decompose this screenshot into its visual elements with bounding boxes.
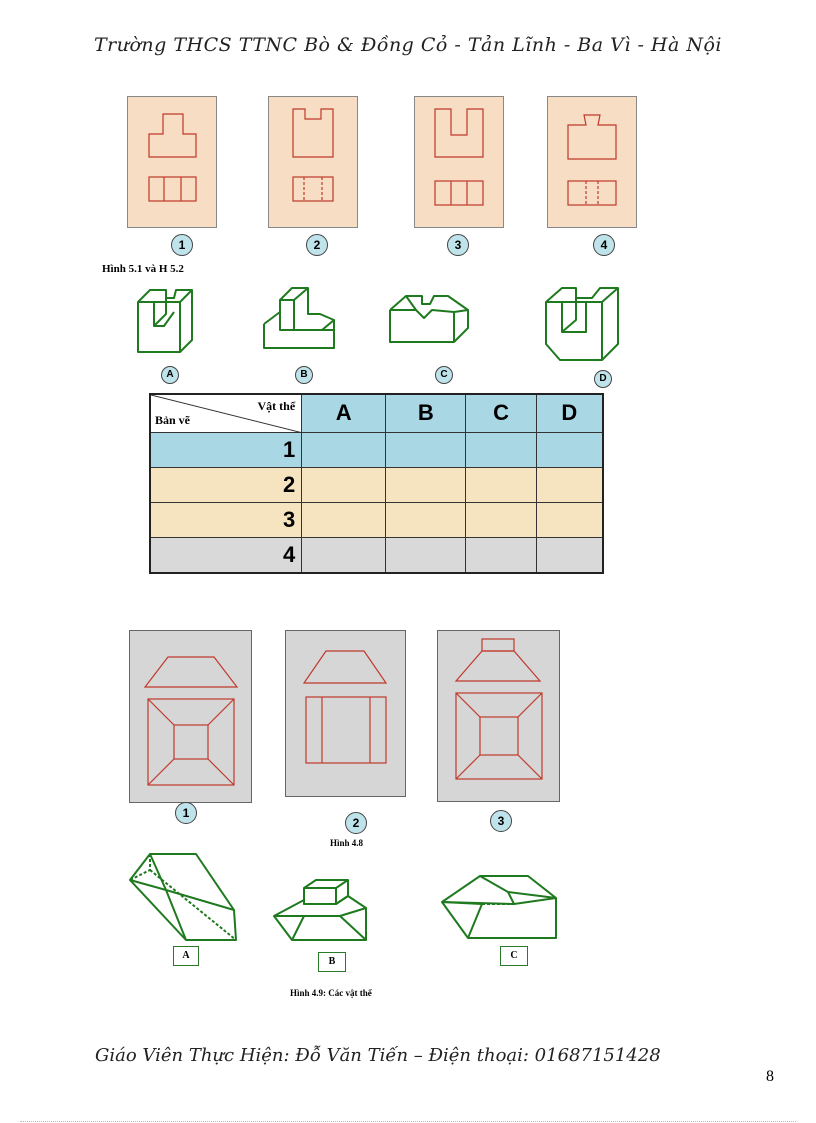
drawing-3-lines (434, 108, 484, 206)
row-header-3: 3 (149, 501, 303, 538)
drawing-s2-2-lines (302, 650, 388, 764)
drawing-2-lines (292, 108, 334, 202)
answer-cell-1B[interactable] (385, 431, 467, 468)
answer-cell-1D[interactable] (535, 431, 604, 468)
drawing-label-3: 3 (447, 234, 469, 256)
column-header-C: C (465, 393, 537, 433)
table-header-row: Vật thể Bản vẽ A B C D (149, 393, 604, 433)
object-s2-label-B: B (318, 952, 346, 972)
answer-cell-3A[interactable] (301, 501, 387, 538)
object-A (137, 289, 193, 353)
corner-diagonal (151, 395, 303, 433)
column-header-B: B (385, 393, 467, 433)
answer-cell-1A[interactable] (301, 431, 387, 468)
object-s2-C (441, 875, 557, 939)
drawing-label-2: 2 (306, 234, 328, 256)
answer-cell-3B[interactable] (385, 501, 467, 538)
drawing-s2-1 (129, 630, 252, 803)
drawing-s2-2 (285, 630, 406, 797)
column-header-A: A (301, 393, 387, 433)
table-row: 3 (149, 501, 604, 538)
matching-table: Vật thể Bản vẽ A B C D 1 2 3 4 (149, 393, 604, 574)
object-s2-label-A: A (173, 946, 199, 966)
figure-caption-4-8: Hình 4.8 (330, 838, 364, 848)
object-D (545, 287, 619, 361)
corner-top-label: Vật thể (257, 399, 296, 413)
answer-cell-2C[interactable] (465, 466, 537, 503)
answer-cell-2D[interactable] (535, 466, 604, 503)
drawing-label-4: 4 (593, 234, 615, 256)
object-label-A: A (161, 366, 179, 384)
table-corner-cell: Vật thể Bản vẽ (149, 393, 303, 433)
object-s2-A (129, 853, 237, 941)
answer-cell-3C[interactable] (465, 501, 537, 538)
table-row: 4 (149, 536, 604, 574)
object-label-D: D (594, 370, 612, 388)
page-header: Trường THCS TTNC Bò & Đồng Cỏ - Tản Lĩnh… (93, 34, 723, 56)
drawing-2 (268, 96, 358, 228)
drawing-1 (127, 96, 217, 228)
answer-cell-4A[interactable] (301, 536, 387, 574)
answer-cell-1C[interactable] (465, 431, 537, 468)
answer-cell-4C[interactable] (465, 536, 537, 574)
corner-bottom-label: Bản vẽ (155, 412, 191, 427)
answer-cell-3D[interactable] (535, 501, 604, 538)
drawing-1-lines (148, 113, 197, 202)
object-B (263, 287, 335, 349)
row-header-1: 1 (149, 431, 303, 468)
drawing-s2-label-1: 1 (175, 802, 197, 824)
drawing-s2-3 (437, 630, 560, 802)
page-number: 8 (766, 1068, 774, 1085)
answer-cell-2A[interactable] (301, 466, 387, 503)
row-header-4: 4 (149, 536, 303, 574)
answer-cell-4D[interactable] (535, 536, 604, 574)
drawing-s2-label-2: 2 (345, 812, 367, 834)
drawing-s2-label-3: 3 (490, 810, 512, 832)
drawing-4 (547, 96, 637, 228)
drawing-3 (414, 96, 504, 228)
answer-cell-4B[interactable] (385, 536, 467, 574)
object-label-C: C (435, 366, 453, 384)
bottom-divider (20, 1121, 796, 1122)
drawing-label-1: 1 (171, 234, 193, 256)
figure-caption-5: Hình 5.1 và H 5.2 (102, 263, 184, 275)
object-C (389, 295, 469, 343)
answer-cell-2B[interactable] (385, 466, 467, 503)
object-label-B: B (295, 366, 313, 384)
table-row: 1 (149, 431, 604, 468)
object-s2-label-C: C (500, 946, 528, 966)
table-row: 2 (149, 466, 604, 503)
row-header-2: 2 (149, 466, 303, 503)
column-header-D: D (535, 393, 604, 433)
object-s2-B (273, 879, 367, 941)
figure-caption-4-9: Hình 4.9: Các vật thể (290, 988, 372, 998)
drawing-s2-1-lines (143, 656, 239, 786)
drawing-4-lines (567, 114, 617, 206)
drawing-s2-3-lines (454, 638, 543, 780)
page-footer: Giáo Viên Thực Hiện: Đỗ Văn Tiến – Điện … (95, 1045, 661, 1066)
